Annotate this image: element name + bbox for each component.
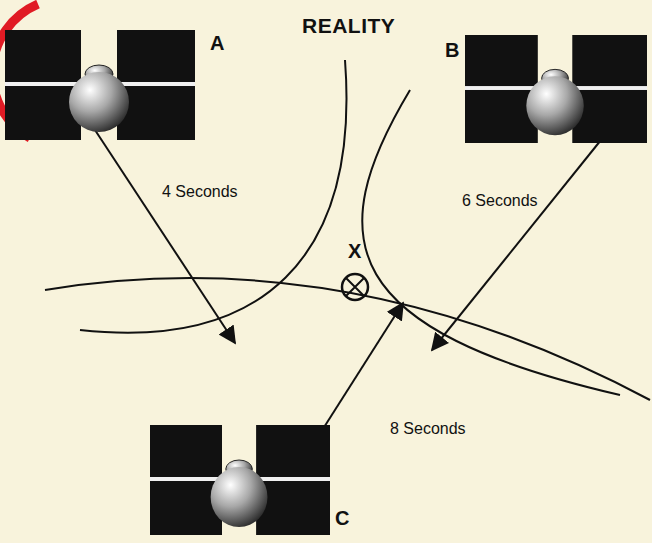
satellite-label: C: [333, 507, 351, 530]
satellite: B: [465, 35, 647, 143]
fix-circle: [342, 274, 368, 300]
signal-arrow: [432, 135, 605, 350]
diagram-title: REALITY: [300, 14, 397, 38]
travel-time: 4 Seconds: [160, 183, 240, 201]
satellite-icon: [5, 30, 195, 140]
travel-time: 6 Seconds: [460, 192, 540, 210]
satellite-icon: [465, 35, 647, 143]
satellite: C: [150, 425, 330, 535]
position-mark: X: [346, 240, 363, 263]
satellite-label: A: [208, 32, 226, 55]
satellite-label: B: [443, 39, 461, 62]
satellite-icon: [150, 425, 330, 535]
signal-arrow: [95, 130, 235, 343]
fix-cross: [346, 278, 364, 296]
travel-time: 8 Seconds: [388, 420, 468, 438]
satellite: A: [5, 30, 195, 140]
